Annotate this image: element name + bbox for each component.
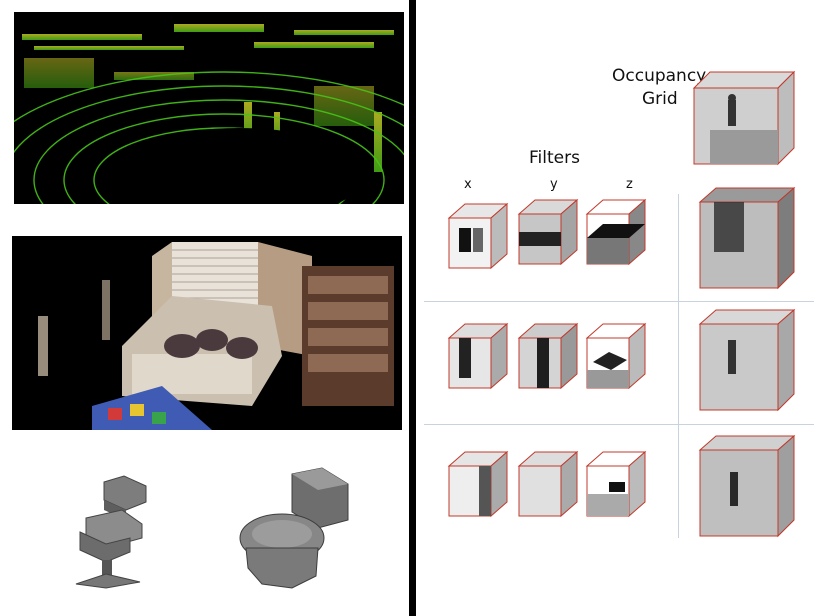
filter-cube-x-row2	[445, 322, 509, 392]
lidar-point-cloud-image	[14, 12, 404, 204]
filter-cube-x-row1	[445, 200, 509, 270]
axis-x-label: x	[464, 177, 472, 192]
voxel-toilet-image	[236, 464, 360, 594]
occupancy-grid-label-line1: Occupancy	[612, 66, 707, 86]
filter-cube-z-row1	[583, 198, 647, 268]
column-divider	[409, 0, 416, 616]
filter-cube-y-row3	[515, 450, 579, 520]
rgbd-scene-image	[12, 236, 402, 430]
filter-cube-y-row2	[515, 322, 579, 392]
output-cube-row3	[694, 432, 798, 540]
filter-cube-z-row3	[583, 450, 647, 520]
axis-z-label: z	[626, 177, 633, 192]
filter-cube-x-row3	[445, 450, 509, 520]
occupancy-grid-label-line2: Grid	[642, 89, 678, 109]
filter-cube-y-row1	[515, 198, 579, 268]
filter-cube-z-row2	[583, 322, 647, 392]
axis-y-label: y	[550, 177, 558, 192]
voxel-chair-image	[60, 474, 170, 594]
occupancy-grid-cube	[688, 70, 796, 166]
output-cube-row2	[694, 306, 798, 414]
row-separator	[424, 424, 814, 425]
filters-label: Filters	[529, 148, 580, 168]
column-separator	[678, 194, 679, 538]
output-cube-row1	[694, 184, 798, 292]
row-separator	[424, 301, 814, 302]
